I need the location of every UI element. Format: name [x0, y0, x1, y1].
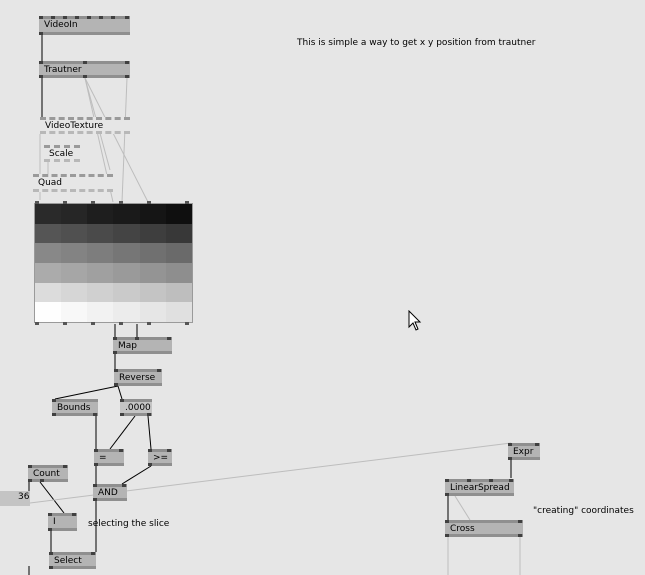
node-equals[interactable]: = [94, 449, 124, 466]
renderer-cell [113, 302, 140, 322]
comment-creating-coordinates: "creating" coordinates [533, 506, 634, 516]
node-expr[interactable]: Expr [508, 443, 540, 460]
node-map-label: Map [118, 341, 137, 351]
comment-selecting-slice: selecting the slice [88, 519, 170, 529]
renderer-cell [61, 204, 88, 224]
renderer-cell [139, 282, 166, 303]
node-count-label: Count [33, 469, 60, 479]
renderer-cell [87, 262, 114, 283]
node-videotexture-label: VideoTexture [45, 121, 104, 131]
node-videoin[interactable]: VideoIn [39, 16, 130, 35]
renderer-cell [87, 302, 114, 322]
node-reverse[interactable]: Reverse [114, 369, 162, 386]
node-select[interactable]: Select [49, 552, 96, 569]
renderer-preview[interactable] [34, 201, 193, 325]
node-cross[interactable]: Cross [445, 520, 523, 537]
wire-faint-7 [454, 495, 471, 521]
node-i-label: I [53, 517, 56, 527]
node-gte[interactable]: >= [148, 449, 172, 466]
node-bounds[interactable]: Bounds [52, 399, 98, 416]
node-videoin-label: VideoIn [44, 20, 78, 30]
renderer-cell [35, 302, 62, 322]
renderer-cell [113, 262, 140, 283]
node-value-io[interactable]: .0000 [120, 399, 152, 416]
renderer-grid [35, 204, 192, 322]
node-linearspread[interactable]: LinearSpread [445, 479, 514, 496]
node-select-label: Select [54, 556, 82, 566]
renderer-cell [35, 243, 62, 263]
renderer-cell [113, 282, 140, 303]
renderer-cell [139, 243, 166, 263]
renderer-cell [165, 223, 192, 244]
renderer-cell [35, 282, 62, 303]
renderer-cell [35, 223, 62, 244]
wire-value-equals [109, 415, 136, 450]
renderer-cell [87, 282, 114, 303]
renderer-cell [87, 223, 114, 244]
node-scale[interactable]: Scale [44, 145, 80, 162]
renderer-cell [61, 243, 88, 263]
wire-reverse-bounds [54, 385, 119, 400]
renderer-cell [61, 302, 88, 322]
renderer-cell [139, 204, 166, 224]
wire-count-i [39, 481, 65, 514]
renderer-cell [165, 262, 192, 283]
node-quad-label: Quad [38, 178, 63, 188]
node-gte-label: >= [153, 453, 169, 463]
renderer-cell [61, 262, 88, 283]
node-quad[interactable]: Quad [33, 174, 113, 192]
node-count-value-io[interactable]: 36 [0, 491, 30, 506]
renderer-cell [113, 204, 140, 224]
renderer-cell [35, 204, 62, 224]
mouse-cursor-icon [408, 310, 422, 331]
comment-title: This is simple a way to get x y position… [297, 38, 536, 48]
wire-faint-3 [121, 77, 128, 203]
renderer-cell [165, 282, 192, 303]
renderer-cell [35, 262, 62, 283]
renderer-cell [61, 282, 88, 303]
node-value-label: .0000 [125, 403, 151, 413]
renderer-cell [87, 243, 114, 263]
renderer-cell [113, 243, 140, 263]
node-expr-label: Expr [513, 447, 534, 457]
renderer-cell [87, 204, 114, 224]
wire-gte-and [121, 465, 152, 485]
node-trautner-label: Trautner [44, 65, 82, 75]
renderer-cell [61, 223, 88, 244]
node-scale-label: Scale [49, 149, 74, 159]
node-map[interactable]: Map [113, 337, 172, 354]
node-and[interactable]: AND [93, 484, 127, 501]
renderer-cell [139, 302, 166, 322]
node-linearspread-label: LinearSpread [450, 483, 510, 493]
renderer-cell [165, 302, 192, 322]
node-and-label: AND [98, 488, 118, 498]
node-trautner[interactable]: Trautner [39, 61, 130, 78]
renderer-cell [113, 223, 140, 244]
node-reverse-label: Reverse [119, 373, 156, 383]
wire-reverse-value [117, 385, 123, 400]
wire-value-gte [147, 415, 152, 450]
wire-faint-2 [84, 77, 149, 203]
node-i[interactable]: I [48, 513, 77, 531]
renderer-cell [139, 262, 166, 283]
node-equals-label: = [99, 453, 107, 463]
node-cross-label: Cross [450, 524, 475, 534]
renderer-cell [139, 223, 166, 244]
node-videotexture[interactable]: VideoTexture [40, 117, 130, 134]
renderer-cell [165, 204, 192, 224]
node-count[interactable]: Count [28, 465, 68, 482]
renderer-cell [165, 243, 192, 263]
node-count-value: 36 [18, 492, 30, 502]
node-bounds-label: Bounds [57, 403, 91, 413]
